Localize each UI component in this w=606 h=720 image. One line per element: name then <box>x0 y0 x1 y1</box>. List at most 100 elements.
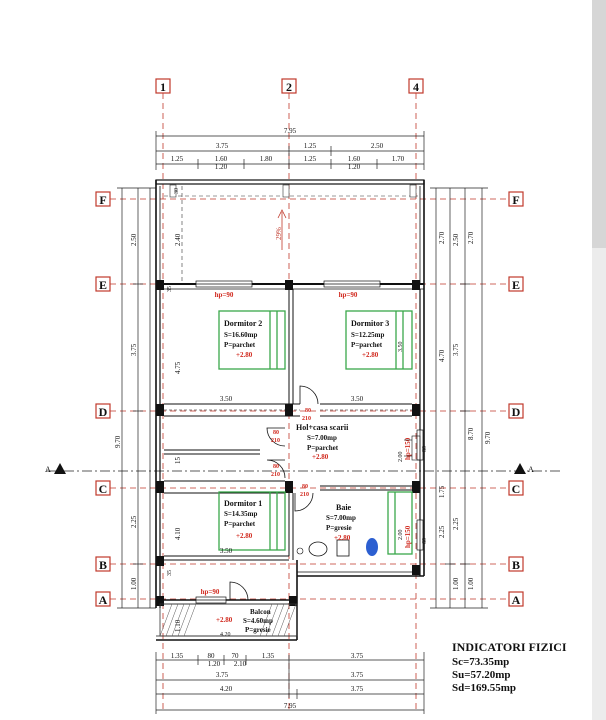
doors <box>229 385 319 601</box>
room-d3-side: 3.50 <box>398 342 404 353</box>
dim-bot-r1-5: 3.75 <box>351 652 364 660</box>
dim-bot-total: 7.95 <box>284 702 297 710</box>
dim-left-2-25: 2.25 <box>130 515 138 528</box>
wall-35-b: 35 <box>167 570 173 576</box>
axis-A-label-left: A <box>99 593 108 607</box>
room-d3-name: Dormitor 3 <box>351 319 389 328</box>
room-dormitor3: Dormitor 3 S=12.25mp P=parchet +2.80 3.5… <box>351 319 404 359</box>
dim-left-in-4-75: 4.75 <box>174 361 182 374</box>
dim-right-mid-2-70: 2.70 <box>467 231 475 244</box>
dim-left-in-15: 15 <box>174 457 182 465</box>
room-d2-floor: P=parchet <box>224 341 256 349</box>
room-d1-floor: P=parchet <box>224 520 256 528</box>
dim-left-in-4-10: 4.10 <box>174 527 182 540</box>
toilet-icon <box>336 539 350 557</box>
axis-D-marker: D D <box>95 403 524 419</box>
dim-right-in-2-25: 2.25 <box>438 525 446 538</box>
hol-80-label: 80 <box>422 446 428 452</box>
dim-bot-r2-2: 3.75 <box>351 671 364 679</box>
slope-label: 29% <box>275 227 283 240</box>
room-d1-level: +2.80 <box>236 532 253 540</box>
axis-4-label: 4 <box>413 80 419 94</box>
windows <box>195 280 424 604</box>
door-1-height: 210 <box>302 416 311 422</box>
room-hol-floor: P=parchet <box>307 444 339 452</box>
section-line-a: A A <box>45 463 560 474</box>
dim-top-r3-4: 1.25 <box>304 155 317 163</box>
window-hp90-b: hp=90 <box>339 291 358 299</box>
axis-C-label-right: C <box>512 482 521 496</box>
dim-right-3-75: 3.75 <box>452 343 460 356</box>
door-4-width: 80 <box>302 484 308 490</box>
dim-top-r3-5: 1.60 <box>348 155 361 163</box>
left-dimensions <box>117 187 156 609</box>
axis-1-label: 1 <box>160 80 166 94</box>
dim-left-2-50: 2.50 <box>130 233 138 246</box>
room-hol: Hol+casa scarii S=7.00mp P=parchet +2.80 <box>296 423 349 461</box>
room-baie-side: 2.00 <box>398 530 404 541</box>
dim-right-in-4-70: 4.70 <box>438 349 446 362</box>
dim-top-r3b-2: 1.20 <box>348 163 361 171</box>
room-d2-area: S=16.60mp <box>224 331 257 339</box>
dim-right-in-1-75: 1.75 <box>438 485 446 498</box>
indicator-su: Su=57.20mp <box>452 669 511 681</box>
hol-side-dim: 2.00 <box>398 452 404 463</box>
axis-E-marker: E E <box>95 276 524 292</box>
room-balcon: Balcon S=4.60mp P=gresie +2.80 4.20 <box>216 608 273 638</box>
room-hol-area: S=7.00mp <box>307 434 337 442</box>
room-balcon-level: +2.80 <box>216 616 233 624</box>
section-label-right: A <box>528 465 534 474</box>
axis-B-marker: B B <box>95 556 524 572</box>
dim-top-r3-2: 1.60 <box>215 155 228 163</box>
door-3-height: 210 <box>271 472 280 478</box>
axis-B-label-right: B <box>512 558 520 572</box>
dim-right-2-50: 2.50 <box>452 233 460 246</box>
dim-bot-r1-2: 80 <box>208 652 216 660</box>
dim-left-3-75: 3.75 <box>130 343 138 356</box>
axis-B-label-left: B <box>99 558 107 572</box>
axis-F-label-left: F <box>99 193 106 207</box>
room-balcon-area: S=4.60mp <box>243 617 273 625</box>
axis-A-label-right: A <box>512 593 521 607</box>
baie-60-label: 60 <box>422 538 428 544</box>
axis-F-marker: F F <box>95 191 524 207</box>
room-baie-level: +2.80 <box>334 534 351 542</box>
axis-E-label-right: E <box>512 278 520 292</box>
room-balcon-floor: P=gresie <box>245 626 271 634</box>
door-3-width: 80 <box>273 464 279 470</box>
dim-right-mid-8-70: 8.70 <box>467 427 475 440</box>
section-label-left: A <box>45 465 51 474</box>
door-4-height: 210 <box>300 492 309 498</box>
right-dimensions <box>430 187 488 609</box>
axis-4-marker: 4 <box>408 78 424 712</box>
dim-d2-width: 3.50 <box>220 395 233 403</box>
dim-right-mid-1-00: 1.00 <box>467 577 475 590</box>
axis-C-label-left: C <box>99 482 108 496</box>
dim-right-2-25: 2.25 <box>452 517 460 530</box>
room-hol-name: Hol+casa scarii <box>296 423 349 432</box>
dim-left-1-00: 1.00 <box>130 577 138 590</box>
dim-bot-r3-2: 3.75 <box>351 685 364 693</box>
room-balcon-name: Balcon <box>250 608 271 616</box>
door-2-width: 80 <box>273 430 279 436</box>
terrace-30-label: 30 <box>174 188 180 194</box>
room-baie-floor: P=gresie <box>326 524 352 532</box>
indicator-sd: Sd=169.55mp <box>452 682 517 694</box>
room-d2-level: +2.80 <box>236 351 253 359</box>
dim-bot-r2-1: 3.75 <box>216 671 229 679</box>
dim-right-outer: 9.70 <box>484 431 492 444</box>
dim-top-total: 7.95 <box>284 127 297 135</box>
axis-D-label-right: D <box>512 405 521 419</box>
top-dimensions <box>155 131 425 170</box>
room-tags <box>159 310 413 637</box>
slope-arrow: 29% <box>275 209 287 250</box>
dim-d3-width: 3.50 <box>351 395 364 403</box>
room-baie-area: S=7.00mp <box>326 514 356 522</box>
columns <box>156 280 420 606</box>
axis-A-marker: A A <box>95 591 524 607</box>
balcony-hatch <box>159 603 297 637</box>
axis-1-marker: 1 <box>155 78 171 712</box>
window-hp90-a: hp=90 <box>215 291 234 299</box>
